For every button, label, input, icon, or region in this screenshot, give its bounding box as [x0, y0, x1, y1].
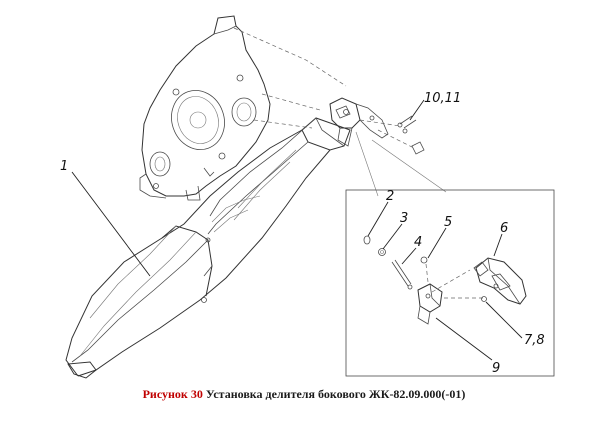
bracket	[329, 97, 425, 155]
callout-6: 6	[500, 221, 508, 236]
figure-caption: Рисунок 30 Установка делителя бокового Ж…	[0, 387, 608, 402]
callout-3: 3	[400, 211, 408, 226]
assembly-line	[253, 119, 313, 129]
callout-1: 1	[60, 159, 68, 174]
mounting-plate	[139, 15, 271, 201]
zoom-line	[371, 139, 447, 193]
assembly-line	[359, 119, 401, 127]
figure-label: Рисунок 30	[142, 387, 203, 401]
zoom-line	[355, 131, 379, 197]
detail-parts	[363, 235, 527, 325]
leader-lines	[71, 99, 523, 361]
callout-9: 9	[492, 361, 500, 376]
assembly-line	[233, 27, 347, 87]
callout-10-11: 10,11	[424, 91, 461, 106]
callout-2: 2	[386, 189, 394, 204]
assembly-line	[261, 93, 321, 111]
divider-body	[65, 117, 351, 379]
callout-4: 4	[414, 235, 422, 250]
figure-title: Установка делителя бокового ЖК-82.09.000…	[205, 387, 466, 401]
callout-5: 5	[444, 215, 452, 230]
assembly-line	[377, 129, 415, 149]
detail-box	[345, 189, 555, 377]
callout-7-8: 7,8	[524, 333, 545, 348]
